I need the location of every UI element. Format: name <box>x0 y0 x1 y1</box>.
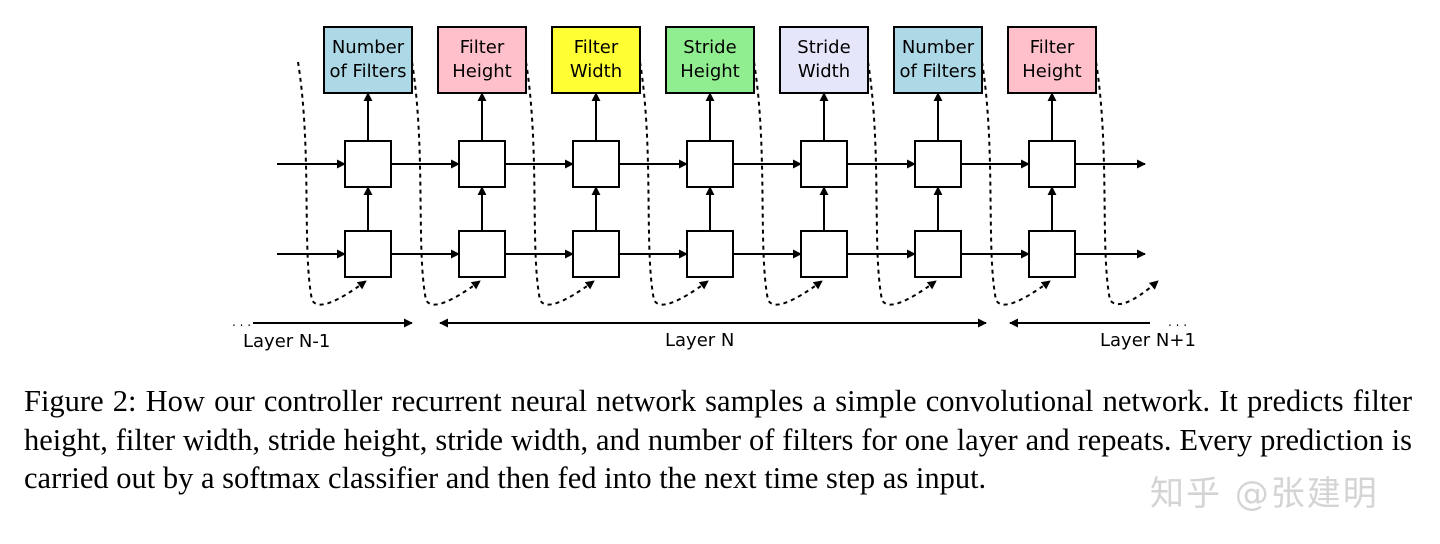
output-box-line2: Width <box>798 61 850 82</box>
output-box-line1: Filter <box>1030 37 1075 58</box>
layer-label-prev: Layer N-1 <box>243 331 330 352</box>
output-box: Number of Filters <box>893 26 983 94</box>
output-box-line2: of Filters <box>899 61 976 82</box>
rnn-cell-top <box>458 140 506 188</box>
output-box: Number of Filters <box>323 26 413 94</box>
rnn-cell-top <box>572 140 620 188</box>
layer-label-current: Layer N <box>665 330 734 351</box>
rnn-cell-top <box>686 140 734 188</box>
output-box-line1: Stride <box>683 37 736 58</box>
rnn-cell-bottom <box>686 230 734 278</box>
output-box-line2: Height <box>1022 61 1082 82</box>
rnn-cell-bottom <box>572 230 620 278</box>
rnn-cell-top <box>344 140 392 188</box>
feedback-dashed-arrow <box>981 61 1051 306</box>
output-box-line1: Number <box>332 37 405 58</box>
output-box-line1: Number <box>902 37 975 58</box>
feedback-dashed-arrow <box>639 61 709 306</box>
output-box-line2: Width <box>570 61 622 82</box>
feedback-dashed-arrow <box>525 61 595 306</box>
output-box-line2: Height <box>452 61 512 82</box>
layer-label-next: Layer N+1 <box>1100 330 1196 351</box>
ellipsis-right: . . . <box>1168 315 1187 329</box>
feedback-dashed-arrow <box>411 61 481 306</box>
output-box-line1: Stride <box>797 37 850 58</box>
figure-caption: Figure 2: How our controller recurrent n… <box>24 384 1412 495</box>
output-box-line2: Height <box>680 61 740 82</box>
watermark: 知乎 @张建明 <box>1150 474 1379 514</box>
rnn-cell-bottom <box>458 230 506 278</box>
feedback-dashed-arrow <box>297 61 367 306</box>
feedback-dashed-arrow <box>753 61 823 306</box>
rnn-cell-top <box>800 140 848 188</box>
feedback-dashed-arrow <box>867 61 937 306</box>
rnn-cell-top <box>1028 140 1076 188</box>
output-box-line1: Filter <box>574 37 619 58</box>
rnn-cell-top <box>914 140 962 188</box>
rnn-cell-bottom <box>800 230 848 278</box>
output-box-line1: Filter <box>460 37 505 58</box>
rnn-cell-bottom <box>1028 230 1076 278</box>
ellipsis-left: . . . <box>232 315 251 329</box>
feedback-dashed-arrow <box>1095 61 1159 306</box>
rnn-cell-bottom <box>344 230 392 278</box>
output-box-line2: of Filters <box>329 61 406 82</box>
rnn-cell-bottom <box>914 230 962 278</box>
